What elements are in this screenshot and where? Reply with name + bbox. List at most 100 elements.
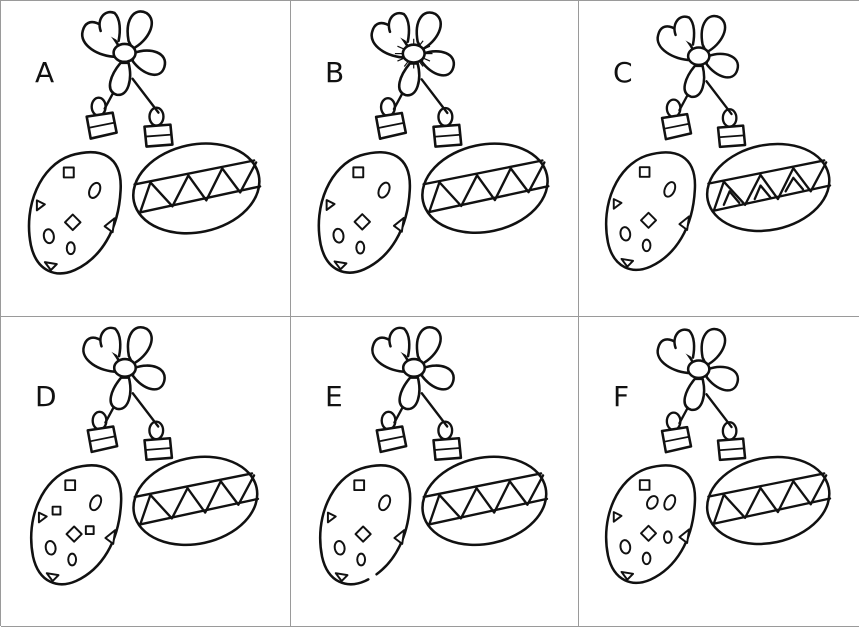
bow-ray bbox=[403, 40, 409, 47]
triangle-decoration bbox=[620, 570, 635, 581]
triangle-decoration bbox=[678, 528, 691, 544]
band-top-line bbox=[133, 159, 256, 186]
bow-loop-right bbox=[131, 364, 166, 391]
triangle-decoration bbox=[35, 199, 46, 212]
triangle-decoration bbox=[43, 261, 58, 272]
bow-icon bbox=[82, 326, 166, 411]
right-ornament bbox=[421, 420, 549, 547]
bow-ray bbox=[403, 60, 409, 67]
square-decoration bbox=[64, 213, 82, 232]
triangle-decoration bbox=[612, 198, 623, 210]
bow-loop-top-right bbox=[415, 11, 442, 51]
left-cap-line bbox=[378, 121, 404, 129]
bow-ray bbox=[418, 40, 424, 47]
bow-ray bbox=[418, 60, 424, 67]
ornament-drawing-f bbox=[604, 327, 832, 584]
square-decoration bbox=[638, 479, 651, 491]
bow-loop-top-left bbox=[388, 326, 411, 358]
bow-loop-top-right bbox=[700, 327, 727, 367]
right-cap-line bbox=[145, 133, 172, 138]
bow-loop-top-left bbox=[387, 11, 411, 44]
bow-ray bbox=[397, 57, 405, 62]
square-decoration bbox=[638, 166, 651, 178]
bow-loop-bottom bbox=[683, 377, 706, 411]
bow-loop-top-right bbox=[700, 14, 727, 54]
panel-d[interactable]: D bbox=[1, 317, 291, 627]
band-top-line bbox=[133, 472, 254, 499]
panel-b[interactable]: B bbox=[291, 1, 579, 317]
extra-oval-decoration bbox=[663, 530, 673, 544]
bow-loop-top-left bbox=[98, 10, 122, 43]
left-ornament bbox=[317, 96, 412, 274]
triangle-decoration bbox=[326, 511, 337, 524]
panel-a[interactable]: A bbox=[1, 1, 291, 317]
panel-label: C bbox=[613, 56, 633, 89]
bow-loop-right bbox=[705, 52, 740, 79]
left-cap-line bbox=[664, 435, 690, 443]
oval-decoration bbox=[355, 240, 366, 255]
inner-triangle bbox=[784, 176, 805, 193]
panel-label: A bbox=[35, 56, 55, 89]
left-ornament-body bbox=[27, 151, 122, 275]
extra-oval-decoration bbox=[646, 495, 659, 510]
right-cap-line bbox=[718, 134, 745, 139]
right-ornament bbox=[705, 421, 832, 546]
oval-decoration bbox=[356, 552, 367, 567]
left-ornament-body bbox=[317, 151, 412, 274]
panel-f[interactable]: F bbox=[579, 317, 859, 627]
triangle-decoration bbox=[45, 572, 60, 582]
triangle-decoration bbox=[334, 572, 349, 582]
bow-knot bbox=[112, 357, 137, 378]
left-ornament-body bbox=[29, 464, 123, 586]
oval-decoration bbox=[44, 540, 57, 556]
panel-label: E bbox=[325, 380, 343, 413]
oval-decoration bbox=[42, 228, 55, 245]
band-top-line bbox=[707, 472, 826, 498]
bow-loop-right bbox=[420, 364, 455, 391]
triangle-decoration bbox=[103, 217, 116, 234]
triangle-decoration bbox=[678, 215, 691, 231]
panel-label: F bbox=[613, 380, 630, 413]
left-ornament bbox=[604, 411, 697, 584]
oval-decoration bbox=[67, 552, 78, 567]
band-zigzag bbox=[428, 474, 545, 525]
left-ornament-body bbox=[604, 464, 697, 584]
band-zigzag bbox=[713, 161, 828, 211]
oval-decoration bbox=[65, 241, 76, 256]
bow-loop-top-right bbox=[126, 326, 153, 366]
bow-icon bbox=[371, 326, 455, 411]
left-ornament bbox=[318, 410, 412, 586]
extra-square-decoration bbox=[51, 505, 62, 516]
oval-decoration bbox=[378, 494, 392, 512]
bow-knot bbox=[686, 46, 711, 67]
left-cap-line bbox=[90, 435, 116, 443]
panel-label: D bbox=[35, 380, 57, 413]
ornament-pair bbox=[317, 11, 550, 274]
oval-decoration bbox=[663, 494, 677, 511]
panel-c[interactable]: C bbox=[579, 1, 859, 317]
bow-icon bbox=[656, 327, 740, 411]
bow-knot bbox=[112, 42, 137, 64]
triangle-decoration bbox=[393, 529, 406, 545]
right-ornament bbox=[705, 108, 832, 233]
extra-square-decoration bbox=[84, 525, 95, 536]
bow-loop-bottom bbox=[683, 64, 706, 98]
triangle-decoration bbox=[612, 511, 623, 523]
square-decoration bbox=[354, 525, 372, 543]
bow-loop-top-right bbox=[126, 10, 153, 51]
ornament-drawing-e bbox=[318, 326, 549, 586]
bow-loop-top-left bbox=[673, 15, 696, 46]
left-cap-line bbox=[89, 121, 115, 129]
triangle-decoration bbox=[333, 260, 348, 271]
ornament-pair bbox=[604, 327, 832, 584]
triangle-decoration bbox=[392, 216, 405, 233]
panel-e[interactable]: E bbox=[291, 317, 579, 627]
left-cap-line bbox=[664, 122, 690, 130]
square-decoration bbox=[353, 213, 371, 231]
bow-loop-bottom bbox=[108, 61, 132, 97]
square-decoration bbox=[640, 211, 657, 229]
square-decoration bbox=[640, 524, 657, 542]
oval-decoration bbox=[89, 494, 103, 512]
bow-loop-right bbox=[420, 50, 456, 77]
